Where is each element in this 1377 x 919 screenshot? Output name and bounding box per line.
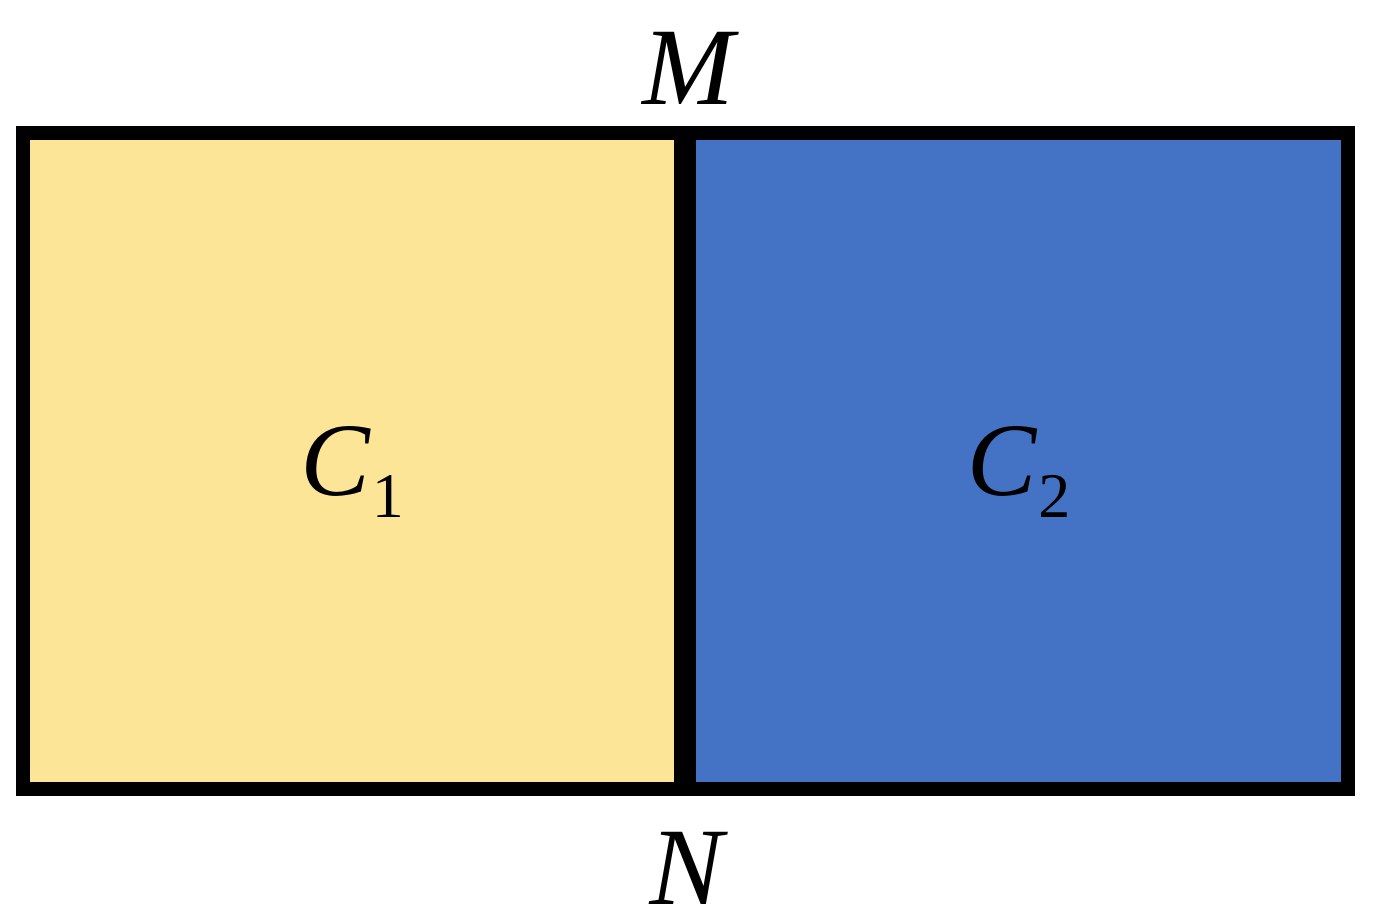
region-c1-label: C1	[300, 409, 403, 528]
region-c1-subscript: 1	[371, 460, 404, 531]
boundary-line-mn	[674, 140, 696, 782]
region-c1-letter: C	[300, 403, 370, 518]
region-c2: C2	[696, 140, 1341, 782]
region-c1: C1	[30, 140, 674, 782]
rectangle-frame: C1 C2	[16, 126, 1355, 796]
point-label-m: M	[642, 6, 734, 128]
region-c2-subscript: 2	[1038, 460, 1071, 531]
region-c2-label: C2	[967, 409, 1070, 528]
point-label-n: N	[649, 806, 723, 919]
region-c2-letter: C	[966, 403, 1037, 518]
